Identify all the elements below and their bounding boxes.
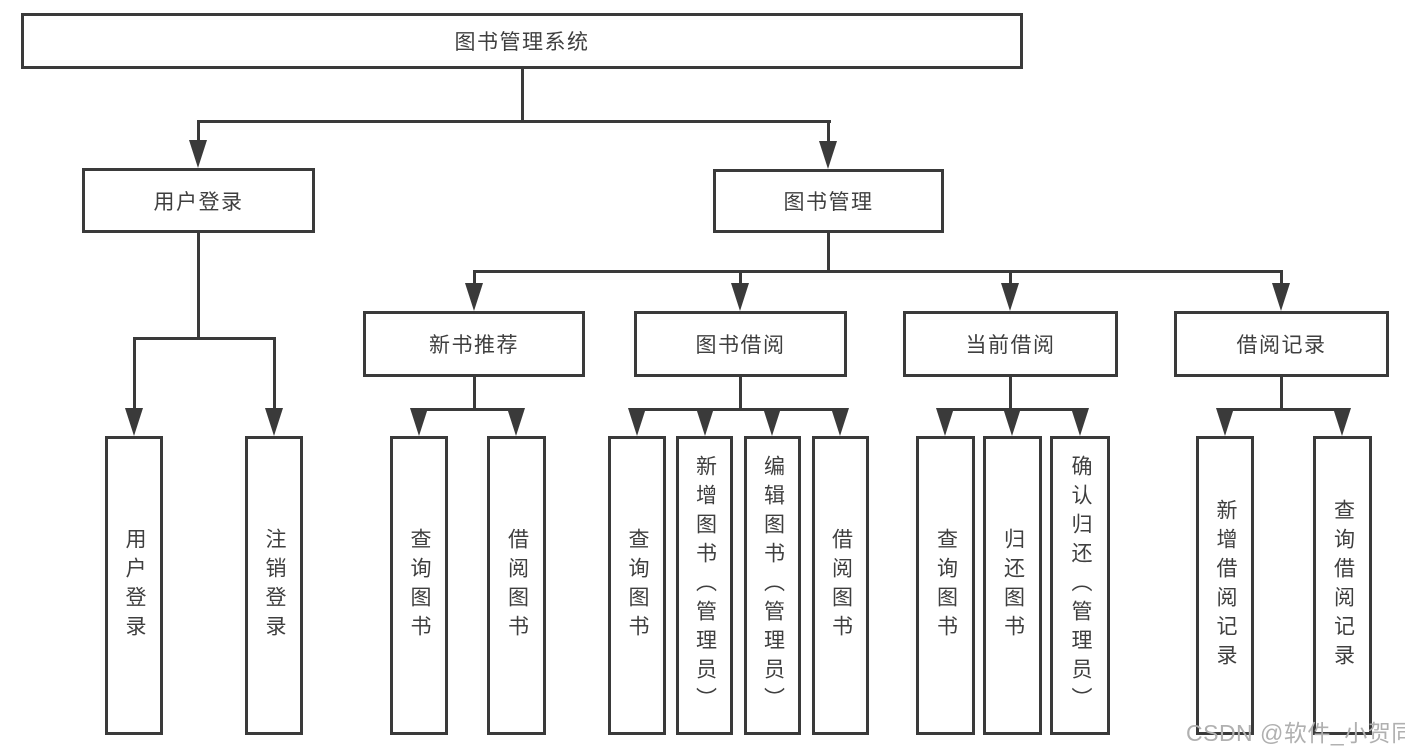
leaf-user-login: 用户登录	[105, 436, 163, 735]
connector-borrow-splitter	[636, 408, 843, 411]
leaf-add-borrow-record: 新增借阅记录	[1196, 436, 1254, 735]
node-label: 借阅记录	[1236, 334, 1327, 357]
leaf-add-book-admin: 新增图书（管理员）	[676, 436, 733, 735]
leaf-return-book: 归还图书	[983, 436, 1042, 735]
arrow-down-icon	[1272, 283, 1290, 311]
connector-recommend-splitter	[418, 408, 519, 411]
leaf-label: 编辑图书（管理员）	[761, 455, 785, 716]
leaf-edit-book-admin: 编辑图书（管理员）	[744, 436, 801, 735]
leaf-logout: 注销登录	[245, 436, 303, 735]
leaf-query-books-recommend: 查询图书	[390, 436, 448, 735]
node-label: 新书推荐	[429, 334, 519, 357]
connector-drop-leaf	[133, 337, 136, 410]
connector-drop-recommend	[473, 270, 476, 286]
connector-root-drop	[521, 67, 524, 120]
leaf-label: 查询图书	[626, 527, 650, 644]
arrow-down-icon	[1333, 408, 1351, 436]
arrow-down-icon	[936, 408, 954, 436]
connector-drop-user-login	[197, 120, 200, 144]
connector-drop-records	[1280, 270, 1283, 286]
arrow-down-icon	[125, 408, 143, 436]
node-user-login: 用户登录	[82, 168, 315, 233]
leaf-label: 查询借阅记录	[1331, 498, 1355, 673]
leaf-label: 查询图书	[408, 527, 432, 644]
leaf-label: 确认归还（管理员）	[1069, 455, 1093, 716]
leaf-borrow-books-borrow: 借阅图书	[812, 436, 869, 735]
node-new-book-recommend: 新书推荐	[363, 311, 585, 377]
arrow-down-icon	[189, 140, 207, 168]
connector-records-splitter	[1224, 408, 1344, 411]
leaf-query-books-current: 查询图书	[916, 436, 975, 735]
leaf-query-books-borrow: 查询图书	[608, 436, 666, 735]
connector-drop-borrow	[739, 270, 742, 286]
leaf-label: 归还图书	[1001, 527, 1025, 644]
connector-level2-splitter	[473, 270, 1283, 273]
arrow-down-icon	[1003, 408, 1021, 436]
leaf-label: 查询图书	[934, 527, 958, 644]
node-library-management-system: 图书管理系统	[21, 13, 1023, 69]
connector-recommend-drop	[473, 377, 476, 408]
arrow-down-icon	[507, 408, 525, 436]
leaf-confirm-return-admin: 确认归还（管理员）	[1050, 436, 1110, 735]
leaf-label: 新增图书（管理员）	[693, 455, 717, 716]
arrow-down-icon	[465, 283, 483, 311]
leaf-label: 新增借阅记录	[1214, 498, 1238, 673]
node-book-borrowing: 图书借阅	[634, 311, 847, 377]
connector-current-drop	[1009, 377, 1012, 408]
node-book-management: 图书管理	[713, 169, 944, 233]
node-current-borrowing: 当前借阅	[903, 311, 1118, 377]
arrow-down-icon	[1216, 408, 1234, 436]
leaf-label: 用户登录	[123, 527, 147, 644]
connector-drop-leaf	[273, 337, 276, 410]
leaf-label: 借阅图书	[505, 527, 529, 644]
arrow-down-icon	[1071, 408, 1089, 436]
node-label: 图书管理	[783, 191, 874, 214]
connector-book-mgmt-drop	[827, 233, 830, 270]
arrow-down-icon	[265, 408, 283, 436]
connector-drop-book-mgmt	[827, 120, 830, 144]
arrow-down-icon	[831, 408, 849, 436]
csdn-watermark: CSDN @软件_小贺同学	[1186, 720, 1405, 746]
arrow-down-icon	[763, 408, 781, 436]
connector-user-login-drop	[197, 233, 200, 337]
node-label: 图书管理系统	[454, 31, 590, 54]
connector-user-login-splitter	[133, 337, 276, 340]
arrow-down-icon	[731, 283, 749, 311]
connector-level1-splitter	[197, 120, 831, 123]
connector-drop-current	[1009, 270, 1012, 286]
leaf-borrow-books-recommend: 借阅图书	[487, 436, 546, 735]
leaf-label: 注销登录	[263, 527, 287, 644]
connector-borrow-drop	[739, 377, 742, 408]
arrow-down-icon	[410, 408, 428, 436]
node-borrowing-records: 借阅记录	[1174, 311, 1389, 377]
leaf-query-borrow-record: 查询借阅记录	[1313, 436, 1372, 735]
node-label: 图书借阅	[695, 334, 786, 357]
connector-records-drop	[1280, 377, 1283, 408]
arrow-down-icon	[1001, 283, 1019, 311]
node-label: 用户登录	[153, 190, 244, 214]
arrow-down-icon	[628, 408, 646, 436]
arrow-down-icon	[819, 141, 837, 169]
leaf-label: 借阅图书	[829, 527, 853, 644]
arrow-down-icon	[696, 408, 714, 436]
node-label: 当前借阅	[965, 334, 1056, 357]
